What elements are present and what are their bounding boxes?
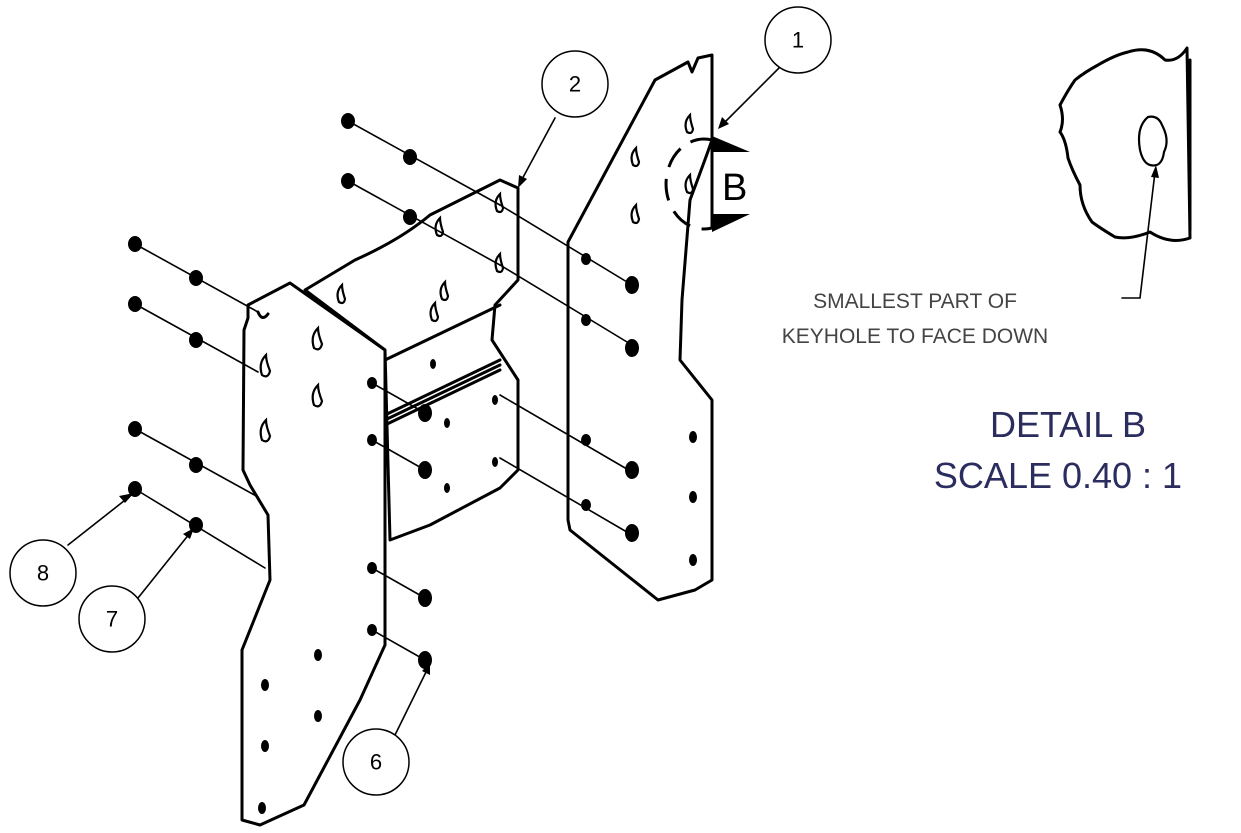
balloon-7: 7 bbox=[78, 585, 146, 653]
note-line-2: KEYHOLE TO FACE DOWN bbox=[782, 325, 1048, 348]
balloon-2: 2 bbox=[541, 50, 609, 118]
balloon-6-label: 6 bbox=[370, 750, 382, 775]
leader-lines bbox=[67, 61, 1159, 736]
fastener-lines bbox=[134, 120, 633, 661]
balloon-8-label: 8 bbox=[37, 561, 49, 586]
balloon-7-label: 7 bbox=[106, 607, 118, 632]
detail-title: DETAIL B bbox=[990, 404, 1146, 445]
view-arrow-top bbox=[712, 136, 750, 152]
balloon-6: 6 bbox=[342, 728, 410, 796]
note-line-1: SMALLEST PART OF bbox=[813, 290, 1017, 313]
rear-right-plate bbox=[566, 53, 714, 602]
detail-callout-circle: B bbox=[664, 136, 750, 232]
middle-bracket bbox=[303, 178, 520, 542]
view-arrow-bottom bbox=[712, 214, 750, 232]
balloon-2-label: 2 bbox=[569, 72, 581, 97]
balloon-1: 1 bbox=[764, 6, 832, 74]
fastener-nuts bbox=[128, 113, 639, 669]
detail-b-view bbox=[1058, 46, 1192, 242]
keyhole-detail bbox=[1137, 115, 1168, 167]
balloon-1-label: 1 bbox=[792, 28, 804, 53]
balloon-8: 8 bbox=[9, 539, 77, 607]
detail-scale: SCALE 0.40 : 1 bbox=[934, 455, 1182, 496]
view-label: B bbox=[722, 167, 747, 209]
